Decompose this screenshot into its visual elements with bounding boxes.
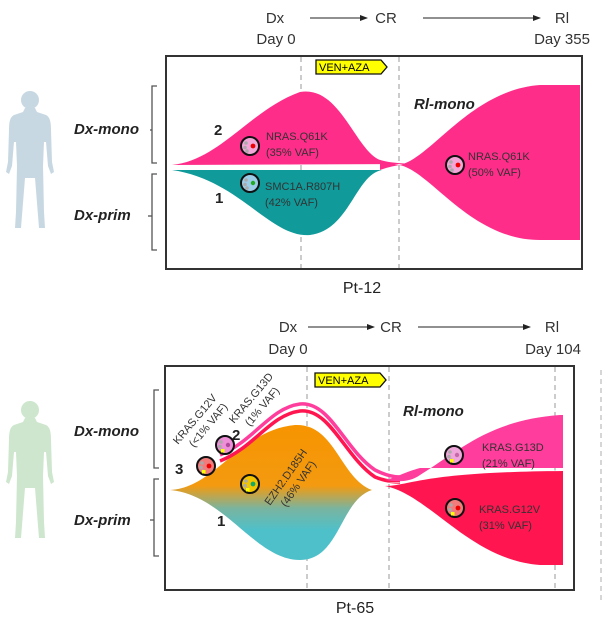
- mutation-label: SMC1A.R807H: [265, 181, 340, 193]
- clone-number: 1: [217, 513, 225, 530]
- bracket: [153, 478, 159, 557]
- clone-number: 2: [214, 122, 222, 139]
- cell-icon: [215, 435, 235, 455]
- mutation-label: NRAS.Q61K: [266, 131, 328, 143]
- vaf-label: (21% VAF): [482, 458, 535, 470]
- panel-pt-65: Dx CR Rl Day 0 Day 104 Dx-mono Dx-prim 3: [6, 319, 602, 617]
- mutation-label: KRAS.G12V: [479, 504, 541, 516]
- vaf-label: (42% VAF): [265, 197, 318, 209]
- human-icon: [6, 91, 54, 228]
- panel-title: Pt-65: [336, 600, 374, 617]
- human-icon: [6, 401, 54, 538]
- relapse-g12v-shape: [385, 471, 563, 565]
- bracket: [151, 173, 157, 251]
- vaf-label: (31% VAF): [479, 520, 532, 532]
- mutation-label: KRAS.G13D: [482, 442, 544, 454]
- cell-icon: [445, 155, 465, 175]
- dx-prim-label: Dx-prim: [74, 512, 131, 529]
- relapse-g13d-shape: [385, 415, 563, 482]
- treatment-label: VEN+AZA: [318, 375, 369, 387]
- clone-3-ribbon: [219, 409, 401, 484]
- dx-mono-label: Dx-mono: [74, 423, 139, 440]
- cell-icon: [196, 456, 216, 476]
- mutation-label: NRAS.Q61K: [468, 151, 530, 163]
- cell-icon: [444, 445, 464, 465]
- bracket: [151, 85, 157, 164]
- treatment-tag: VEN+AZA: [315, 59, 388, 75]
- timeline-mid: CR: [375, 10, 397, 27]
- treatment-label: VEN+AZA: [319, 62, 370, 74]
- vaf-label: (35% VAF): [266, 147, 319, 159]
- timeline-end: Rl: [555, 10, 569, 27]
- timeline-start: Dx: [266, 10, 285, 27]
- cell-icon: [240, 136, 260, 156]
- timeline-start-day: Day 0: [256, 31, 295, 48]
- relapse-clone-shape: [399, 85, 580, 240]
- dx-mono-label: Dx-mono: [74, 121, 139, 138]
- cell-icon: [240, 474, 260, 494]
- cell-icon: [240, 173, 260, 193]
- clone-1-dx-shape: [172, 170, 382, 236]
- panel-title: Pt-12: [343, 280, 381, 297]
- clone-number: 3: [175, 461, 183, 478]
- timeline-mid: CR: [380, 319, 402, 336]
- vaf-label: (50% VAF): [468, 167, 521, 179]
- rl-mono-label: Rl-mono: [414, 96, 475, 113]
- bracket: [153, 389, 159, 469]
- timeline-start: Dx: [279, 319, 298, 336]
- timeline-end: Rl: [545, 319, 559, 336]
- timeline-end-day: Day 355: [534, 31, 590, 48]
- cell-icon: [445, 498, 465, 518]
- clone-1-dx-shape: [170, 424, 372, 560]
- clone-number: 1: [215, 190, 223, 207]
- timeline: Dx CR Rl Day 0 Day 104: [268, 319, 581, 358]
- clone-number: 2: [232, 427, 240, 444]
- timeline-end-day: Day 104: [525, 341, 581, 358]
- clone-2-dx-shape: [172, 91, 410, 165]
- timeline-start-day: Day 0: [268, 341, 307, 358]
- dx-prim-label: Dx-prim: [74, 207, 131, 224]
- treatment-tag: VEN+AZA: [314, 372, 387, 388]
- timeline: Dx CR Rl Day 0 Day 355: [256, 10, 590, 48]
- panel-pt-12: Dx CR Rl Day 0 Day 355 Dx-mono Dx-prim: [6, 10, 590, 297]
- rl-mono-label: Rl-mono: [403, 403, 464, 420]
- clone-2-ribbon: [219, 402, 401, 479]
